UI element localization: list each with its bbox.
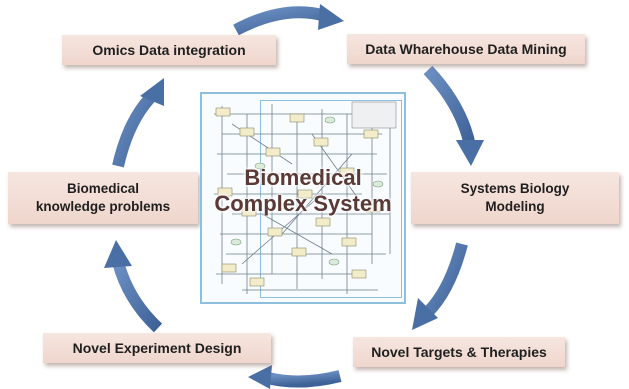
arrow-left-top [112,93,155,168]
node-label: Omics Data integration [92,41,246,58]
node-label-line2: Modeling [485,199,545,214]
arrow-bottom [266,370,342,388]
center-title-line1: Biomedical [244,165,362,190]
arrow-top [233,6,328,36]
node-label: Novel Targets & Therapies [371,343,547,360]
node-label: Data Wharehouse Data Mining [365,40,567,57]
node-label-line2: knowledge problems [35,199,171,214]
node-data-warehouse-mining: Data Wharehouse Data Mining [347,34,585,64]
node-omics-data-integration: Omics Data integration [62,35,276,65]
network-graphic [214,101,397,294]
arrow-bottom-head [248,365,272,389]
node-label-line1: Biomedical [66,180,140,196]
arrow-right-bottom-head [412,298,438,330]
arrow-right-bottom [423,242,468,317]
node-biomedical-knowledge-problems: Biomedical knowledge problems [8,172,198,224]
arrow-left-bottom [112,260,163,333]
node-systems-biology-modeling: Systems Biology Modeling [411,172,619,224]
center-title-line2: Complex System [214,191,392,217]
pathway-network-image [200,92,406,304]
network-inner-frame [260,100,402,298]
arrow-left-top-head [140,78,164,106]
center-title: Biomedical Complex System [200,165,406,218]
node-novel-experiment-design: Novel Experiment Design [43,333,271,363]
arrow-right-top [423,65,476,148]
node-label-line1: Systems Biology [460,180,570,196]
node-novel-targets-therapies: Novel Targets & Therapies [353,337,565,367]
arrow-left-bottom-head [104,240,132,268]
arrow-right-top-head [456,140,484,166]
node-label: Novel Experiment Design [72,339,242,356]
arrow-top-head [318,4,344,30]
